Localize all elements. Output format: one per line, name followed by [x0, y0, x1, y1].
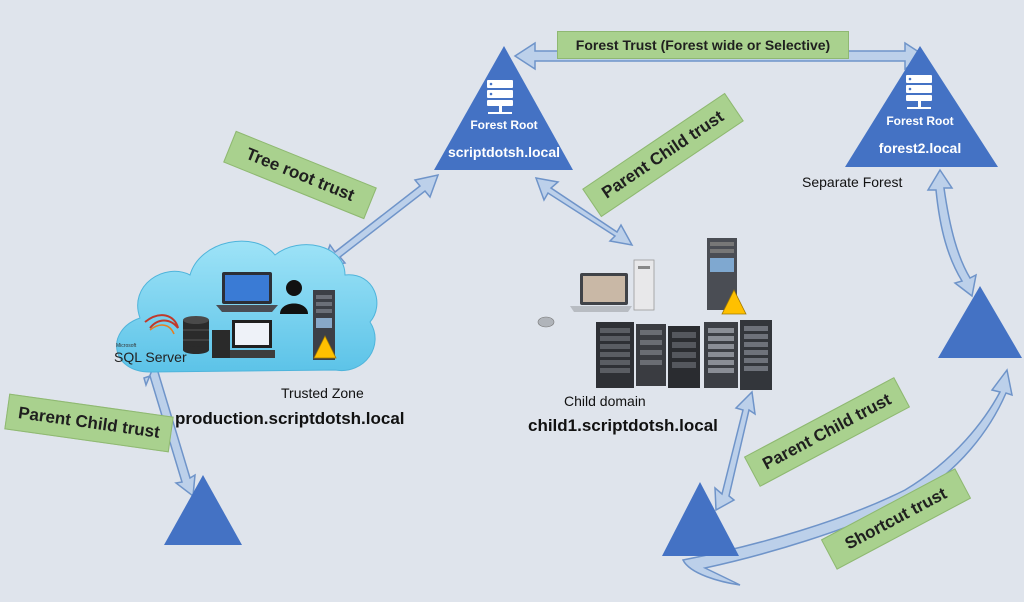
server-rack-icon: [704, 322, 738, 388]
server-rack-icon: [313, 290, 335, 360]
server-rack-icon: [633, 259, 655, 311]
server-rack-icon: [668, 326, 700, 388]
laptop-icon: [216, 272, 278, 312]
sql-server-small-text: Microsoft: [116, 343, 137, 349]
forest-root-1-name: scriptdotsh.local: [447, 144, 561, 160]
server-rack-icon: [740, 320, 772, 390]
forest-root-2-triangle: [845, 46, 998, 167]
warning-icon: [313, 335, 337, 359]
trusted-zone-domain-name: production.scriptdotsh.local: [175, 409, 405, 428]
database-icon: [183, 316, 209, 354]
server-icon: [487, 80, 513, 114]
child-bottom-triangle: [662, 482, 739, 556]
monitor-icon: [212, 320, 275, 358]
server-rack-icon: [596, 322, 634, 388]
forest2-child-triangle: [938, 286, 1022, 358]
forest-root-2-title: Forest Root: [886, 114, 954, 128]
child-domain-caption: Child domain: [564, 393, 646, 409]
separate-forest-caption: Separate Forest: [802, 174, 903, 190]
child-domain-name: child1.scriptdotsh.local: [528, 416, 718, 435]
laptop-icon: [570, 273, 632, 312]
forest-root-2-name: forest2.local: [878, 140, 962, 156]
mouse-icon: [537, 316, 555, 328]
tree-root-trust-arrow: [320, 173, 440, 268]
trusted-zone-caption: Trusted Zone: [281, 385, 364, 401]
forest2-link-arrow: [926, 168, 978, 298]
forest-root-1-title: Forest Root: [470, 118, 538, 132]
tree-bottom-left-triangle: [164, 475, 242, 545]
parent-child-trust-top-arrow: [534, 177, 634, 247]
parent-child-trust-right-arrow: [714, 390, 756, 512]
user-icon: [280, 280, 308, 314]
server-icon: [906, 75, 932, 109]
forest-trust-label: Forest Trust (Forest wide or Selective): [557, 31, 849, 59]
shortcut-trust-arrow: [681, 368, 1013, 586]
server-rack-icon: [636, 324, 666, 386]
sql-server-logo: [144, 314, 179, 335]
warning-icon: [721, 289, 747, 315]
sql-server-text: SQL Server: [114, 349, 187, 365]
forest-root-1-triangle: [434, 46, 573, 170]
